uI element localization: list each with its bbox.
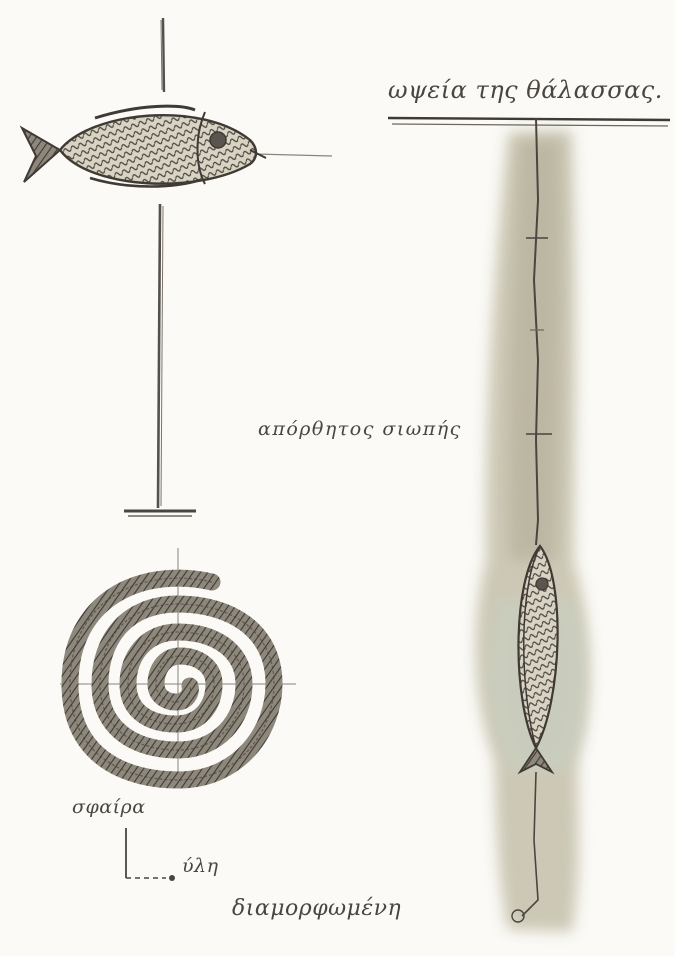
depth-label: απόρθητος σιωπής: [258, 418, 462, 440]
matter-label: ύλη: [182, 855, 218, 877]
suspended-fish-drawing: [22, 18, 332, 516]
shaped-label: διαμορφωμένη: [232, 896, 401, 921]
sphere-label: σφαίρα: [72, 796, 146, 818]
water-column-drawing: [388, 118, 670, 932]
sea-surface-label: ωψεία της θάλασσας.: [388, 76, 663, 104]
bracket-line: [126, 828, 175, 881]
spiral-drawing: [60, 548, 296, 780]
